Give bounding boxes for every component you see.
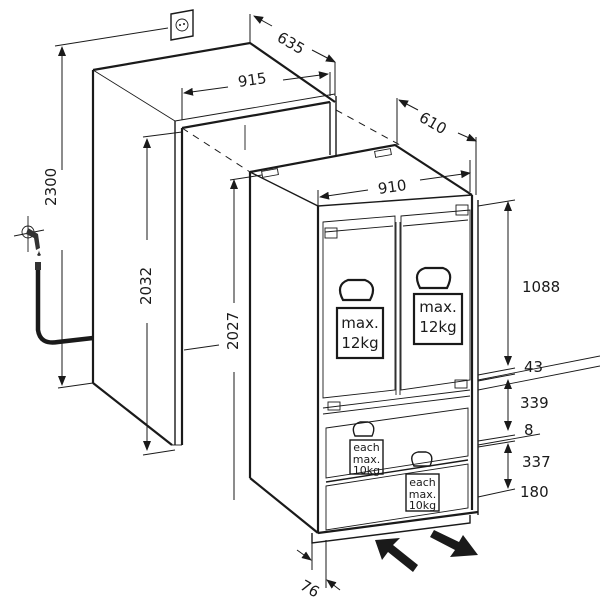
load-label-line: max. xyxy=(419,298,457,316)
load-label-line: max. xyxy=(352,452,381,466)
load-label-drawer-lower: each max. 10kg xyxy=(406,477,439,512)
dim-label-plinth-height: 180 xyxy=(520,483,549,501)
weight-icon-left-door xyxy=(335,278,385,360)
load-label-line: each xyxy=(353,441,380,454)
dimension-lines xyxy=(54,14,516,591)
dim-label-gap-1: 43 xyxy=(524,358,544,376)
load-label-line: max. xyxy=(341,314,379,332)
weight-icon-drawer-lower xyxy=(405,451,440,512)
load-label-line: 12kg xyxy=(419,317,457,336)
ventilation-arrows-icon xyxy=(375,530,478,572)
load-label-line: each xyxy=(409,476,436,489)
dim-label-appliance-height: 2027 xyxy=(224,311,242,350)
load-label-line: 10kg xyxy=(408,499,437,513)
power-socket-icon xyxy=(170,9,194,41)
dim-label-appliance-width: 910 xyxy=(376,176,408,198)
dim-label-niche-width: 915 xyxy=(236,69,268,91)
dim-label-niche-height: 2032 xyxy=(137,266,155,305)
water-tap-icon xyxy=(13,216,94,345)
load-label-line: 10kg xyxy=(352,464,381,478)
dim-label-drawer-1-height: 339 xyxy=(520,394,549,412)
load-label-left-door: max. 12kg xyxy=(337,314,383,352)
load-label-line: 12kg xyxy=(341,333,379,352)
appliance-body xyxy=(248,143,600,544)
dim-label-niche-height-total: 2300 xyxy=(42,167,60,206)
weight-icon-drawer-upper xyxy=(349,421,384,475)
dim-label-gap-2: 8 xyxy=(524,421,534,439)
dim-label-upper-door-height: 1088 xyxy=(522,278,561,296)
load-label-line: max. xyxy=(408,487,437,501)
load-label-drawer-upper: each max. 10kg xyxy=(350,442,383,477)
niche-cabinet xyxy=(91,41,401,446)
dim-label-drawer-2-height: 337 xyxy=(522,453,551,471)
load-label-right-door: max. 12kg xyxy=(414,298,462,336)
weight-icon-right-door xyxy=(412,266,464,346)
